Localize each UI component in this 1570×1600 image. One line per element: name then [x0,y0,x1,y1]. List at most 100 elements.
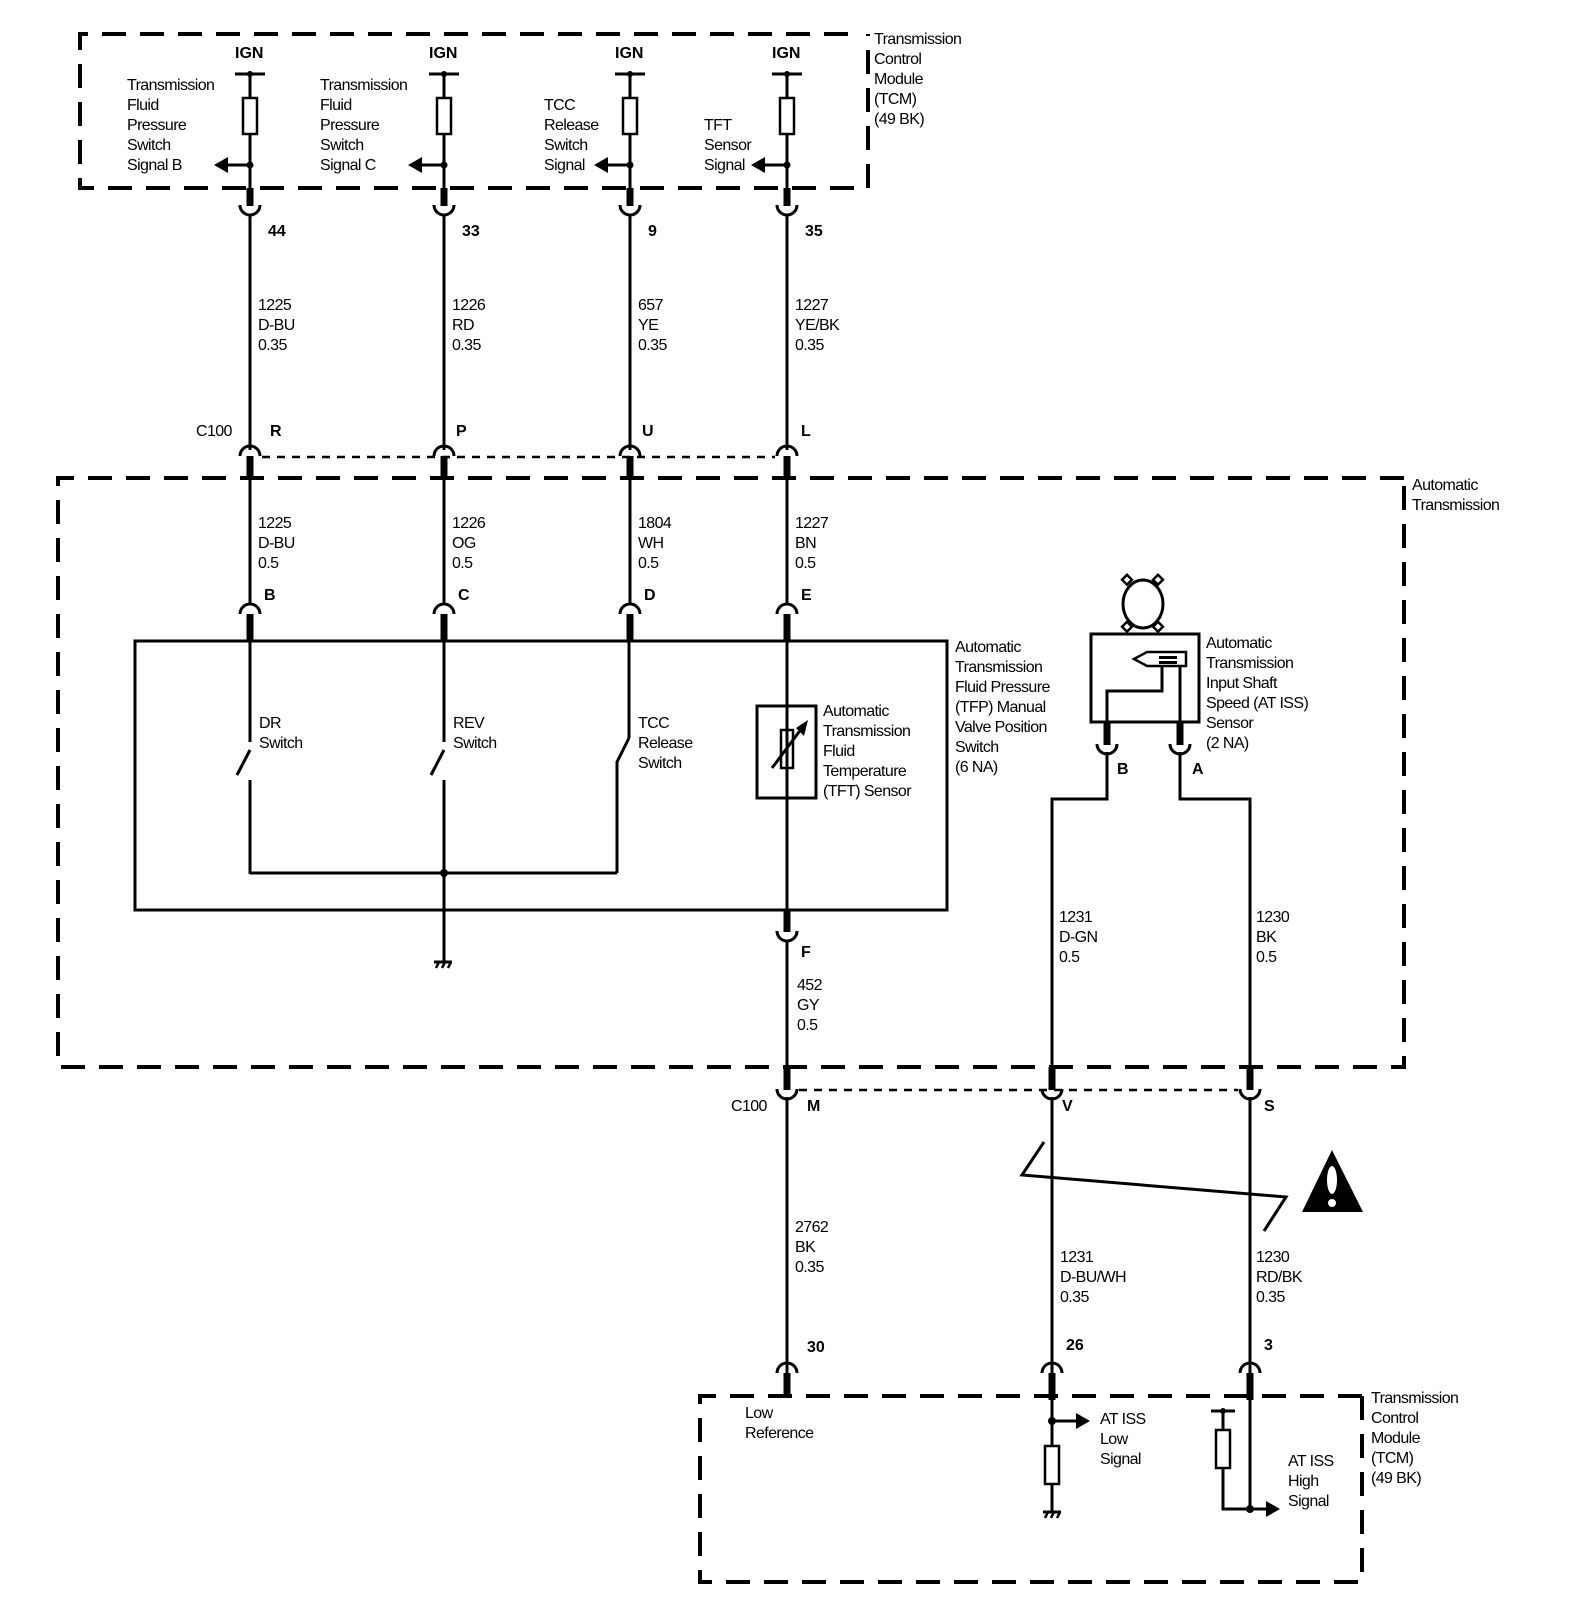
tfp-label: (TFP) Manual [955,699,1046,716]
signal-label: Pressure [127,117,187,134]
tcm-pin: 30 [807,1339,825,1356]
switch-label: Release [638,735,693,752]
resistor-icon [778,96,796,136]
connector-icon [618,204,642,217]
signal-label: Signal B [127,157,182,174]
resistor-icon [1043,1444,1061,1486]
signal-label: TCC [544,97,575,114]
input-shaft-speed-sensor: Automatic Transmission Input Shaft Speed… [1089,572,1309,778]
wire-size: 0.5 [638,555,659,572]
tcm-bottom-border [698,1394,1364,1584]
component-pin: B [264,587,276,604]
twisted-pair-icon [1019,1141,1289,1232]
tft-sensor-box [755,704,818,800]
auto-trans-label-1: Automatic [1412,477,1478,494]
arrow-icon [408,157,422,173]
tcm-top-module: Transmission Control Module (TCM) (49 BK… [78,31,962,190]
wire-circuit: 452 [797,977,823,994]
ign-label: IGN [615,45,643,62]
tcm-bottom-label-4: (TCM) [1371,1450,1414,1467]
wire-color: OG [452,535,476,552]
switch-label: DR [259,715,281,732]
component-pin: F [801,944,811,961]
switch-icon [235,749,252,776]
auto-trans-label-2: Transmission [1412,497,1499,514]
tfp-label: Valve Position [955,719,1047,736]
arrow-icon [751,157,765,173]
circuit-iss-low: 1231 D-GN 0.5 V 1231 D-BU/WH 0.35 26 AT … [1040,752,1146,1519]
wire-color: RD/BK [1256,1269,1303,1286]
signal-label: Switch [320,137,364,154]
connector-icon [775,444,799,457]
component-pin: D [644,587,656,604]
signal-label: AT ISS [1100,1411,1146,1428]
wire-color: YE [638,317,658,334]
tcm-pin: 33 [462,223,480,240]
wire-circuit: 1231 [1060,1249,1094,1266]
resistor-icon [1214,1428,1232,1470]
sensor-probe-icon [1131,650,1188,668]
automatic-transmission-module: Automatic Transmission [56,476,1500,1069]
tft-label: (TFT) Sensor [823,783,912,800]
ground-icon [1043,1510,1062,1519]
connector-icon [775,930,799,943]
switch-icon [429,749,446,776]
wire-size: 0.35 [638,337,667,354]
tfp-switch-box [133,639,949,912]
wire-color: WH [638,535,664,552]
iss-label: Automatic [1206,635,1272,652]
wire-circuit: 1231 [1059,909,1093,926]
tfp-manual-valve-position-switch: Automatic Transmission Fluid Pressure (T… [133,639,1051,912]
circuit-tcc-release-signal: IGN TCC Release Switch Signal 9 657 YE 0… [544,45,694,873]
circuit-tft-low-reference: F 452 GY 0.5 C100 M 2762 BK 0.35 30 [731,910,829,1396]
signal-label: Release [544,117,599,134]
switch-common-bus [248,871,617,875]
signal-label: Signal [704,157,745,174]
wire-size: 0.5 [1059,949,1080,966]
wire-color: BN [795,535,816,552]
wire-size: 0.5 [797,1017,818,1034]
tcm-top-label-2: Control [874,51,921,68]
thermistor-icon [770,720,808,770]
signal-label: Signal [1100,1451,1141,1468]
wire-size: 0.35 [258,337,287,354]
resistor-icon [241,96,259,136]
tcm-bottom-label-3: Module [1371,1430,1421,1447]
c100-pin: R [270,423,282,440]
wire-size: 0.35 [1256,1289,1285,1306]
switch-label: REV [453,715,485,732]
signal-label: Signal [544,157,585,174]
wire-size: 0.5 [452,555,473,572]
wire-color: D-BU [258,535,295,552]
tcm-top-border [78,32,870,190]
circuit-tft-signal: IGN TFT Sensor Signal 35 1227 YE/BK 0.35… [704,45,841,912]
wire-color: GY [797,997,820,1014]
connector-icon [1040,1361,1064,1374]
wire-size: 0.5 [258,555,279,572]
iss-label: (2 NA) [1206,735,1249,752]
signal-label: Transmission [320,77,407,94]
wire-circuit: 1226 [452,297,486,314]
connector-icon [618,444,642,457]
signal-label: Fluid [127,97,159,114]
wire-color: BK [795,1239,816,1256]
connector-icon [618,602,642,615]
signal-label: Switch [544,137,588,154]
switch-icon [615,737,631,873]
c100-label: C100 [731,1098,768,1115]
wire-color: D-BU [258,317,295,334]
c100-pin: L [801,423,811,440]
tcm-top-label-4: (TCM) [874,91,917,108]
tcm-bottom-module: Transmission Control Module (TCM) (49 BK… [698,1390,1459,1584]
wire-color: D-GN [1059,929,1098,946]
tft-label: Transmission [823,723,910,740]
wire-circuit: 2762 [795,1219,829,1236]
iss-internal-wire-b [1105,666,1164,722]
wire-size: 0.35 [452,337,481,354]
tcm-bottom-label-5: (49 BK) [1371,1470,1421,1487]
signal-label: Transmission [127,77,214,94]
arrow-icon [594,157,608,173]
signal-label: AT ISS [1288,1453,1334,1470]
connector-icon [432,444,456,457]
wire-color: BK [1256,929,1277,946]
